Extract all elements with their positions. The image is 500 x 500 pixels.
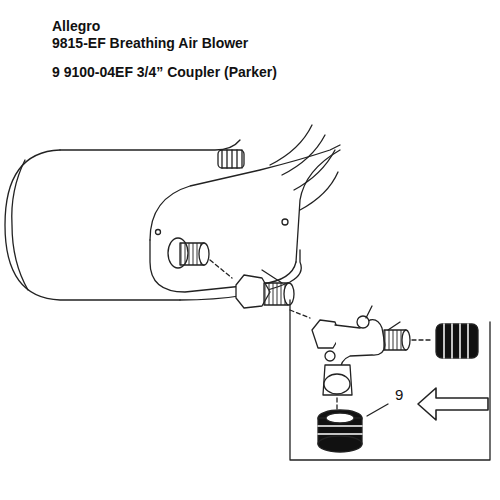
- inset-frame: [290, 300, 490, 460]
- valve-lever: [325, 351, 335, 361]
- assembly-line: [210, 260, 232, 278]
- seal-grooves: [318, 426, 362, 434]
- callout-number: 9: [395, 386, 403, 403]
- leader-line: [262, 270, 282, 283]
- heading: Allegro: [52, 18, 100, 35]
- knob-grip: [222, 150, 242, 168]
- outlet-lower-bore: [324, 374, 350, 394]
- leader-line: [388, 322, 400, 330]
- side-panel-edge: [296, 150, 340, 262]
- assembly-line: [412, 339, 430, 340]
- seal-grooves: [444, 324, 468, 358]
- side-panel: [150, 145, 340, 240]
- nozzle-end: [199, 243, 209, 265]
- outlet-lower: [323, 365, 352, 395]
- seal-ring: [318, 436, 362, 452]
- vent: [300, 172, 338, 210]
- assembly-line: [290, 310, 310, 318]
- housing-edge: [12, 160, 28, 290]
- heading-line: 9815-EF Breathing Air Blower: [52, 35, 248, 52]
- screw: [156, 230, 161, 235]
- vent: [282, 135, 325, 175]
- seal-bore: [326, 413, 354, 423]
- housing-top: [60, 140, 240, 150]
- leader-line: [367, 404, 388, 416]
- seal-ring: [436, 324, 478, 358]
- pointer-arrow: [418, 388, 488, 420]
- screw: [282, 219, 288, 225]
- valve-lever: [366, 306, 372, 318]
- vent: [294, 150, 335, 190]
- valve-lever: [357, 316, 369, 328]
- outlet-end: [402, 330, 410, 350]
- knob: [218, 150, 244, 168]
- part-entry: 9 9100-04EF 3/4” Coupler (Parker): [52, 64, 277, 81]
- adapter-end: [284, 283, 294, 305]
